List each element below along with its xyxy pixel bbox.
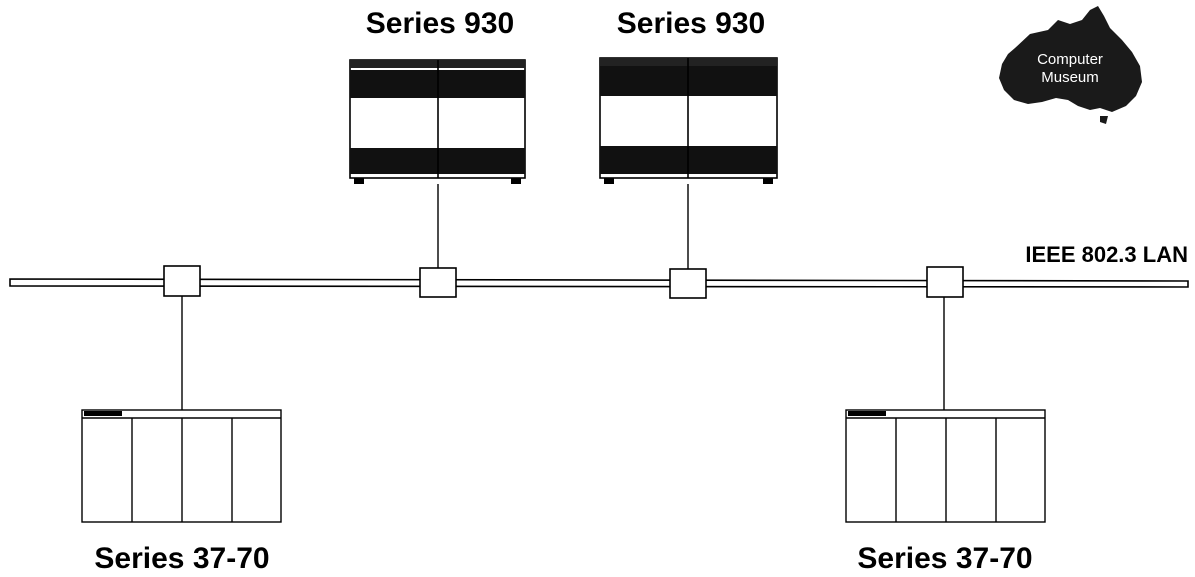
transceiver-2 bbox=[419, 267, 457, 298]
logo-line1: Computer bbox=[1037, 51, 1103, 68]
transceiver-3 bbox=[669, 268, 707, 299]
transceiver-1 bbox=[163, 265, 201, 297]
label-client-left: Series 37-70 bbox=[94, 542, 269, 575]
series-37-70-right bbox=[845, 409, 1046, 523]
australia-map-icon bbox=[999, 6, 1142, 124]
series-930-server-left bbox=[349, 59, 526, 184]
label-client-right: Series 37-70 bbox=[857, 542, 1032, 575]
label-server-left: Series 930 bbox=[366, 7, 514, 40]
lan-cable bbox=[9, 278, 1189, 288]
computer-museum-logo: Computer Museum bbox=[999, 6, 1142, 124]
series-930-server-right bbox=[599, 57, 778, 184]
label-server-right: Series 930 bbox=[617, 7, 765, 40]
label-lan: IEEE 802.3 LAN bbox=[1025, 242, 1188, 267]
series-37-70-left bbox=[81, 409, 282, 523]
transceiver-4 bbox=[926, 266, 964, 298]
transceivers bbox=[163, 265, 964, 299]
drop-lines bbox=[181, 184, 945, 412]
logo-line2: Museum bbox=[1041, 69, 1099, 86]
